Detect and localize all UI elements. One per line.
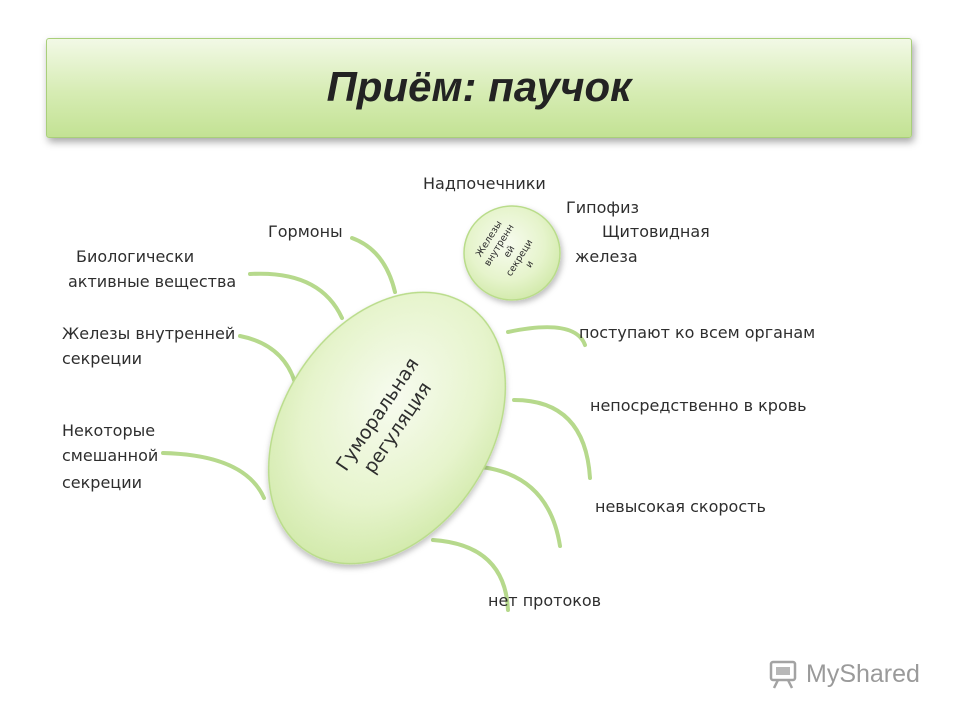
label-biologicheski: Биологически: [76, 247, 195, 266]
title-banner: Приём: паучок: [46, 38, 912, 138]
label-gipofiz: Гипофиз: [566, 198, 639, 217]
label-smeshannoy: смешанной: [62, 446, 159, 465]
spider-head: [463, 205, 561, 301]
label-sekretsii-1: секреции: [62, 349, 142, 368]
label-nevysokaya: невысокая скорость: [595, 497, 766, 516]
label-nadpochechniki: Надпочечники: [423, 174, 546, 193]
spider-body: [267, 291, 507, 565]
watermark-text: MyShared: [806, 659, 920, 688]
head-line-3: ей: [502, 244, 518, 260]
leg-neposredstvenno: [512, 398, 592, 480]
leg-postupayut: [506, 325, 587, 347]
label-gormony: Гормоны: [268, 222, 343, 241]
label-sekretsii-2: секреции: [62, 473, 142, 492]
leg-gormony: [350, 236, 397, 294]
leg-nekotorye: [161, 451, 266, 500]
head-line-5: и: [524, 259, 537, 270]
leg-zhelezy-vnutrenney: [238, 334, 298, 388]
label-aktivnye: активные вещества: [68, 272, 237, 291]
label-nekotorye: Некоторые: [62, 421, 156, 440]
label-zheleza: железа: [575, 247, 638, 266]
leg-nevysokaya: [468, 464, 562, 548]
watermark: MyShared: [768, 656, 920, 692]
label-neposredstvenno: непосредственно в кровь: [590, 396, 807, 415]
leg-net-protokov: [431, 538, 510, 612]
slide-title: Приём: паучок: [326, 63, 632, 110]
label-zhelezy-vnutrenney: Железы внутренней: [62, 324, 236, 343]
label-postupayut: поступают ко всем органам: [579, 323, 816, 342]
label-shchitovidnaya: Щитовидная: [602, 222, 710, 241]
label-net-protokov: нет протоков: [488, 591, 602, 610]
leg-biologicheski: [248, 271, 344, 320]
myshared-logo-icon: [769, 660, 797, 689]
